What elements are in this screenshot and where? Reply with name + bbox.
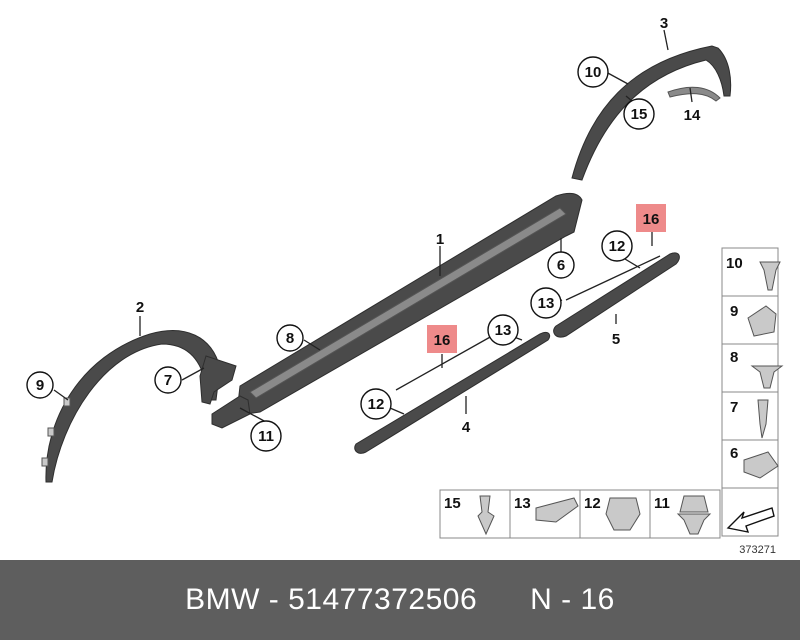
clip-9-icon — [747, 305, 777, 337]
callout-12b-circle — [601, 230, 633, 262]
footer-brand: BMW — [185, 583, 260, 616]
legend-label-12: 12 — [584, 495, 601, 512]
diagram-reference-number: 373271 — [739, 544, 776, 556]
callout-1: 1 — [436, 231, 444, 248]
part-16-adhesive-tape-front — [395, 335, 493, 391]
clip-15-icon — [477, 495, 495, 536]
rivet-7-icon — [757, 399, 769, 439]
clip-11-icon — [676, 495, 712, 535]
callout-6: 6 — [557, 257, 565, 274]
clip-10-icon — [759, 261, 781, 291]
callout-12a: 12 — [368, 396, 385, 413]
part-11-sill-bracket[interactable] — [211, 395, 251, 429]
legend-label-9: 9 — [730, 303, 738, 320]
callout-15: 15 — [631, 106, 648, 123]
legend-label-15: 15 — [444, 495, 461, 512]
callout-12a-circle — [360, 388, 392, 420]
callout-8-circle — [276, 324, 304, 352]
fastener-legend-column: 10 9 8 7 6 — [721, 247, 784, 537]
callout-13b: 13 — [538, 295, 555, 312]
callout-8: 8 — [286, 330, 294, 347]
footer-sep-1: - — [259, 583, 289, 616]
callout-16a: 16 — [434, 332, 451, 349]
part-16-adhesive-tape-rear — [565, 255, 661, 301]
legend-cell-7 — [721, 391, 779, 441]
callout-10-circle — [577, 56, 609, 88]
footer-position: N - 16 — [530, 583, 615, 616]
callout-16b: 16 — [643, 211, 660, 228]
legend-label-10: 10 — [726, 255, 743, 272]
part-1-side-sill-edge — [249, 207, 567, 399]
exploded-parts-diagram: 1 2 3 4 5 14 6 7 8 9 10 11 12 12 13 13 1… — [26, 15, 784, 556]
legend-cell-15 — [439, 489, 511, 539]
callout-7-circle — [154, 366, 182, 394]
callout-13b-circle — [530, 287, 562, 319]
callout-3: 3 — [660, 15, 668, 32]
legend-label-11: 11 — [654, 495, 670, 512]
part-4-door-moulding-front[interactable] — [354, 331, 551, 454]
callout-16b-highlight — [636, 204, 666, 232]
callout-10: 10 — [585, 64, 602, 81]
legend-label-13: 13 — [514, 495, 531, 512]
part-9-clip-b — [47, 427, 55, 437]
part-2-front-wheel-arch[interactable] — [45, 330, 221, 483]
legend-label-8: 8 — [730, 349, 738, 366]
callout-12b: 12 — [609, 238, 626, 255]
clip-12-icon — [605, 497, 641, 531]
clip-8-icon — [750, 365, 784, 389]
callout-11-circle — [250, 420, 282, 452]
footer-part-number: 51477372506 — [288, 583, 478, 616]
part-14-arch-strip[interactable] — [667, 86, 721, 102]
footer-gap — [477, 583, 530, 617]
callout-16a-highlight — [427, 325, 457, 353]
orientation-arrow-icon — [726, 507, 775, 533]
callout-7: 7 — [164, 372, 172, 389]
part-7-arch-bracket[interactable] — [199, 355, 237, 405]
legend-label-6: 6 — [730, 445, 738, 462]
callout-15-circle — [623, 98, 655, 130]
nut-6-icon — [743, 451, 779, 479]
callout-4: 4 — [462, 419, 471, 436]
fastener-legend-row: 15 13 12 11 — [439, 489, 721, 539]
part-9-clip-c — [41, 457, 49, 467]
part-3-rear-wheel-arch[interactable] — [571, 45, 732, 181]
part-5-door-moulding-rear[interactable] — [553, 252, 680, 338]
callout-9-circle — [26, 371, 54, 399]
callout-13a: 13 — [495, 322, 512, 339]
callout-2: 2 — [136, 299, 144, 316]
callout-5: 5 — [612, 331, 620, 348]
callout-11: 11 — [258, 428, 274, 445]
callout-13a-circle — [487, 314, 519, 346]
callout-9: 9 — [36, 377, 44, 394]
clip-13-icon — [535, 497, 579, 523]
callout-6-circle — [547, 251, 575, 279]
footer-bar: BMW - 51477372506 N - 16 — [0, 560, 800, 640]
callout-14: 14 — [684, 107, 701, 124]
part-9-clip-a — [63, 397, 71, 407]
legend-label-7: 7 — [730, 399, 738, 416]
